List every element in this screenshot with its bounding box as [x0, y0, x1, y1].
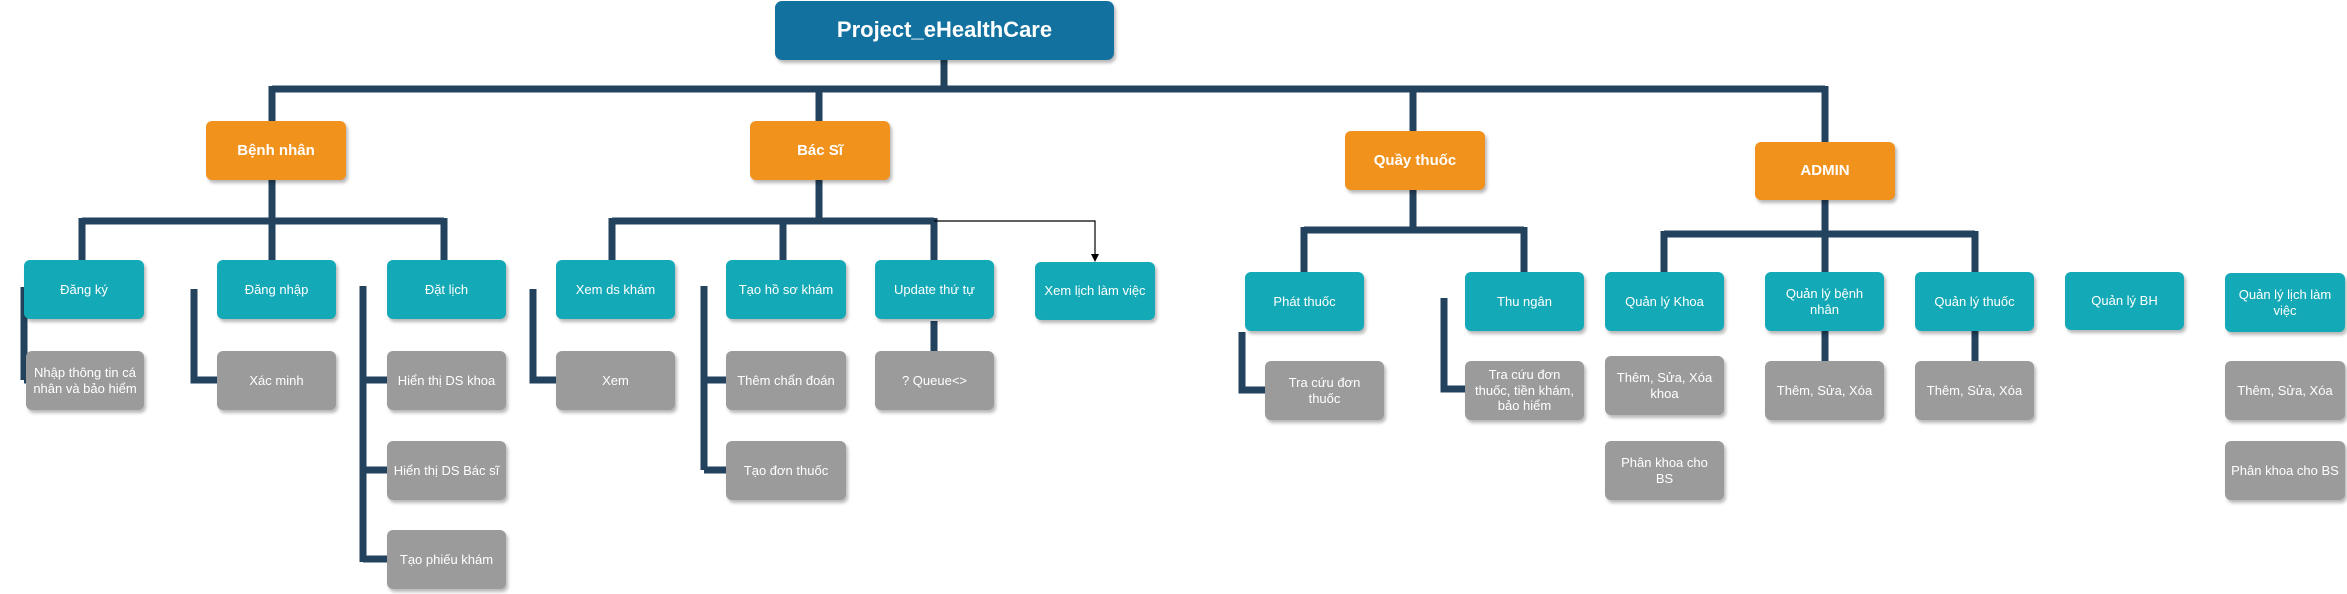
leaf-hien-thi-ds-bac-si[interactable]: Hiển thị DS Bác sĩ — [387, 441, 506, 500]
module-quan-ly-bh[interactable]: Quản lý BH — [2065, 272, 2184, 330]
module-quan-ly-thuoc[interactable]: Quản lý thuốc — [1915, 272, 2034, 331]
leaf-tra-cuu-tien-kham[interactable]: Tra cứu đơn thuốc, tiền khám, bảo hiểm — [1465, 361, 1584, 420]
leaf-them-sua-xoa-benh-nhan[interactable]: Thêm, Sửa, Xóa — [1765, 361, 1884, 420]
leaf-hien-thi-ds-khoa[interactable]: Hiển thị DS khoa — [387, 351, 506, 410]
category-benh-nhan[interactable]: Bệnh nhân — [206, 121, 346, 180]
module-tao-ho-so-kham[interactable]: Tạo hồ sơ khám — [726, 260, 846, 319]
leaf-them-sua-xoa-lich[interactable]: Thêm, Sửa, Xóa — [2225, 361, 2345, 420]
module-quan-ly-lich-lam-viec[interactable]: Quản lý lịch làm việc — [2225, 273, 2345, 332]
leaf-nhap-thong-tin[interactable]: Nhập thông tin cá nhân và bảo hiểm — [26, 351, 144, 410]
leaf-them-sua-xoa-khoa[interactable]: Thêm, Sửa, Xóa khoa — [1605, 356, 1724, 415]
category-admin[interactable]: ADMIN — [1755, 142, 1895, 200]
category-quay-thuoc[interactable]: Quầy thuốc — [1345, 131, 1485, 190]
module-quan-ly-benh-nhan[interactable]: Quản lý bệnh nhân — [1765, 272, 1884, 331]
module-quan-ly-khoa[interactable]: Quản lý Khoa — [1605, 272, 1724, 331]
root-node[interactable]: Project_eHealthCare — [775, 1, 1114, 60]
module-xem-lich-lam-viec[interactable]: Xem lịch làm việc — [1035, 262, 1155, 320]
leaf-them-sua-xoa-thuoc[interactable]: Thêm, Sửa, Xóa — [1915, 361, 2034, 420]
module-thu-ngan[interactable]: Thu ngân — [1465, 272, 1584, 331]
category-bac-si[interactable]: Bác Sĩ — [750, 121, 890, 180]
module-dang-ky[interactable]: Đăng ký — [24, 260, 144, 319]
module-xem-ds-kham[interactable]: Xem ds khám — [556, 260, 675, 319]
module-dat-lich[interactable]: Đặt lịch — [387, 260, 506, 319]
module-update-thu-tu[interactable]: Update thứ tự — [875, 260, 994, 319]
leaf-xem[interactable]: Xem — [556, 351, 675, 410]
leaf-tra-cuu-don-thuoc[interactable]: Tra cứu đơn thuốc — [1265, 361, 1384, 420]
leaf-queue[interactable]: ? Queue<> — [875, 351, 994, 410]
leaf-phan-khoa-cho-bs[interactable]: Phân khoa cho BS — [1605, 441, 1724, 500]
leaf-them-chan-doan[interactable]: Thêm chẩn đoán — [726, 351, 846, 410]
leaf-tao-don-thuoc[interactable]: Tạo đơn thuốc — [726, 441, 846, 500]
module-dang-nhap[interactable]: Đăng nhập — [217, 260, 336, 319]
leaf-phan-khoa-cho-bs-lich[interactable]: Phân khoa cho BS — [2225, 441, 2345, 500]
leaf-tao-phieu-kham[interactable]: Tạo phiếu khám — [387, 530, 506, 589]
module-phat-thuoc[interactable]: Phát thuốc — [1245, 272, 1364, 331]
leaf-xac-minh[interactable]: Xác minh — [217, 351, 336, 410]
